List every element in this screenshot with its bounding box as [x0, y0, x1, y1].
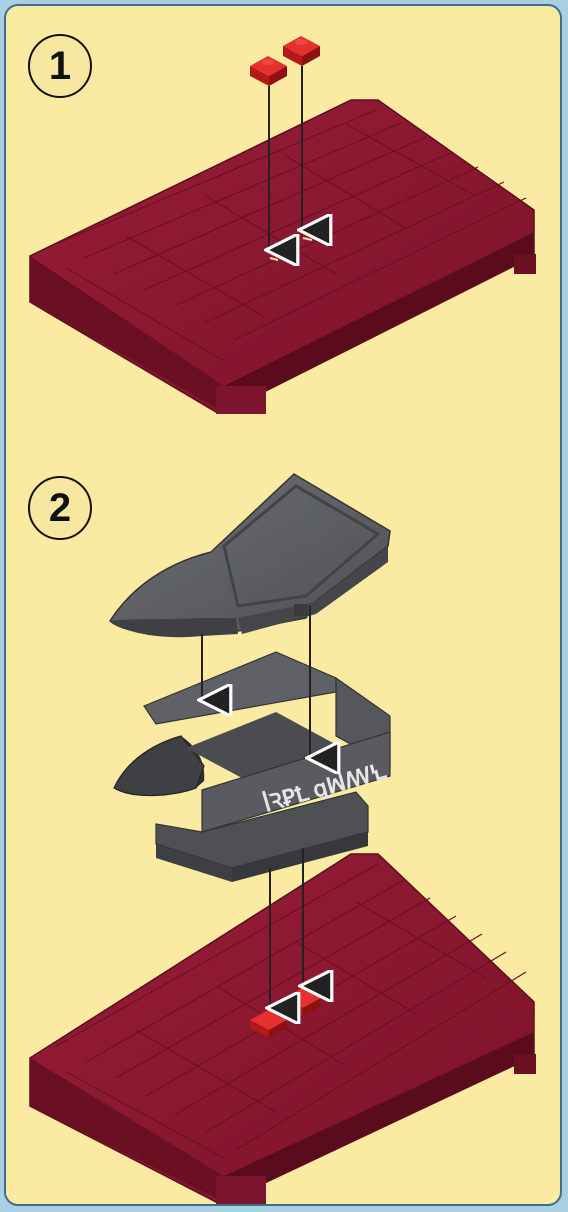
step-2-corner-post	[216, 1176, 266, 1204]
step-1-corner-post	[216, 386, 266, 414]
step-1-baseplate	[30, 100, 536, 414]
anvil-top-piece	[110, 474, 390, 637]
instruction-panel: 1 2	[4, 4, 562, 1206]
step-1-red-brick-left	[250, 56, 287, 86]
anvil-body: ꟾꝚꝐꝈ ꝗꟽꟿꝆ	[114, 652, 390, 882]
illustration-canvas: ꟾꝚꝐꝈ ꝗꟽꟿꝆ	[6, 6, 562, 1206]
step-1-red-brick-right	[283, 36, 320, 66]
